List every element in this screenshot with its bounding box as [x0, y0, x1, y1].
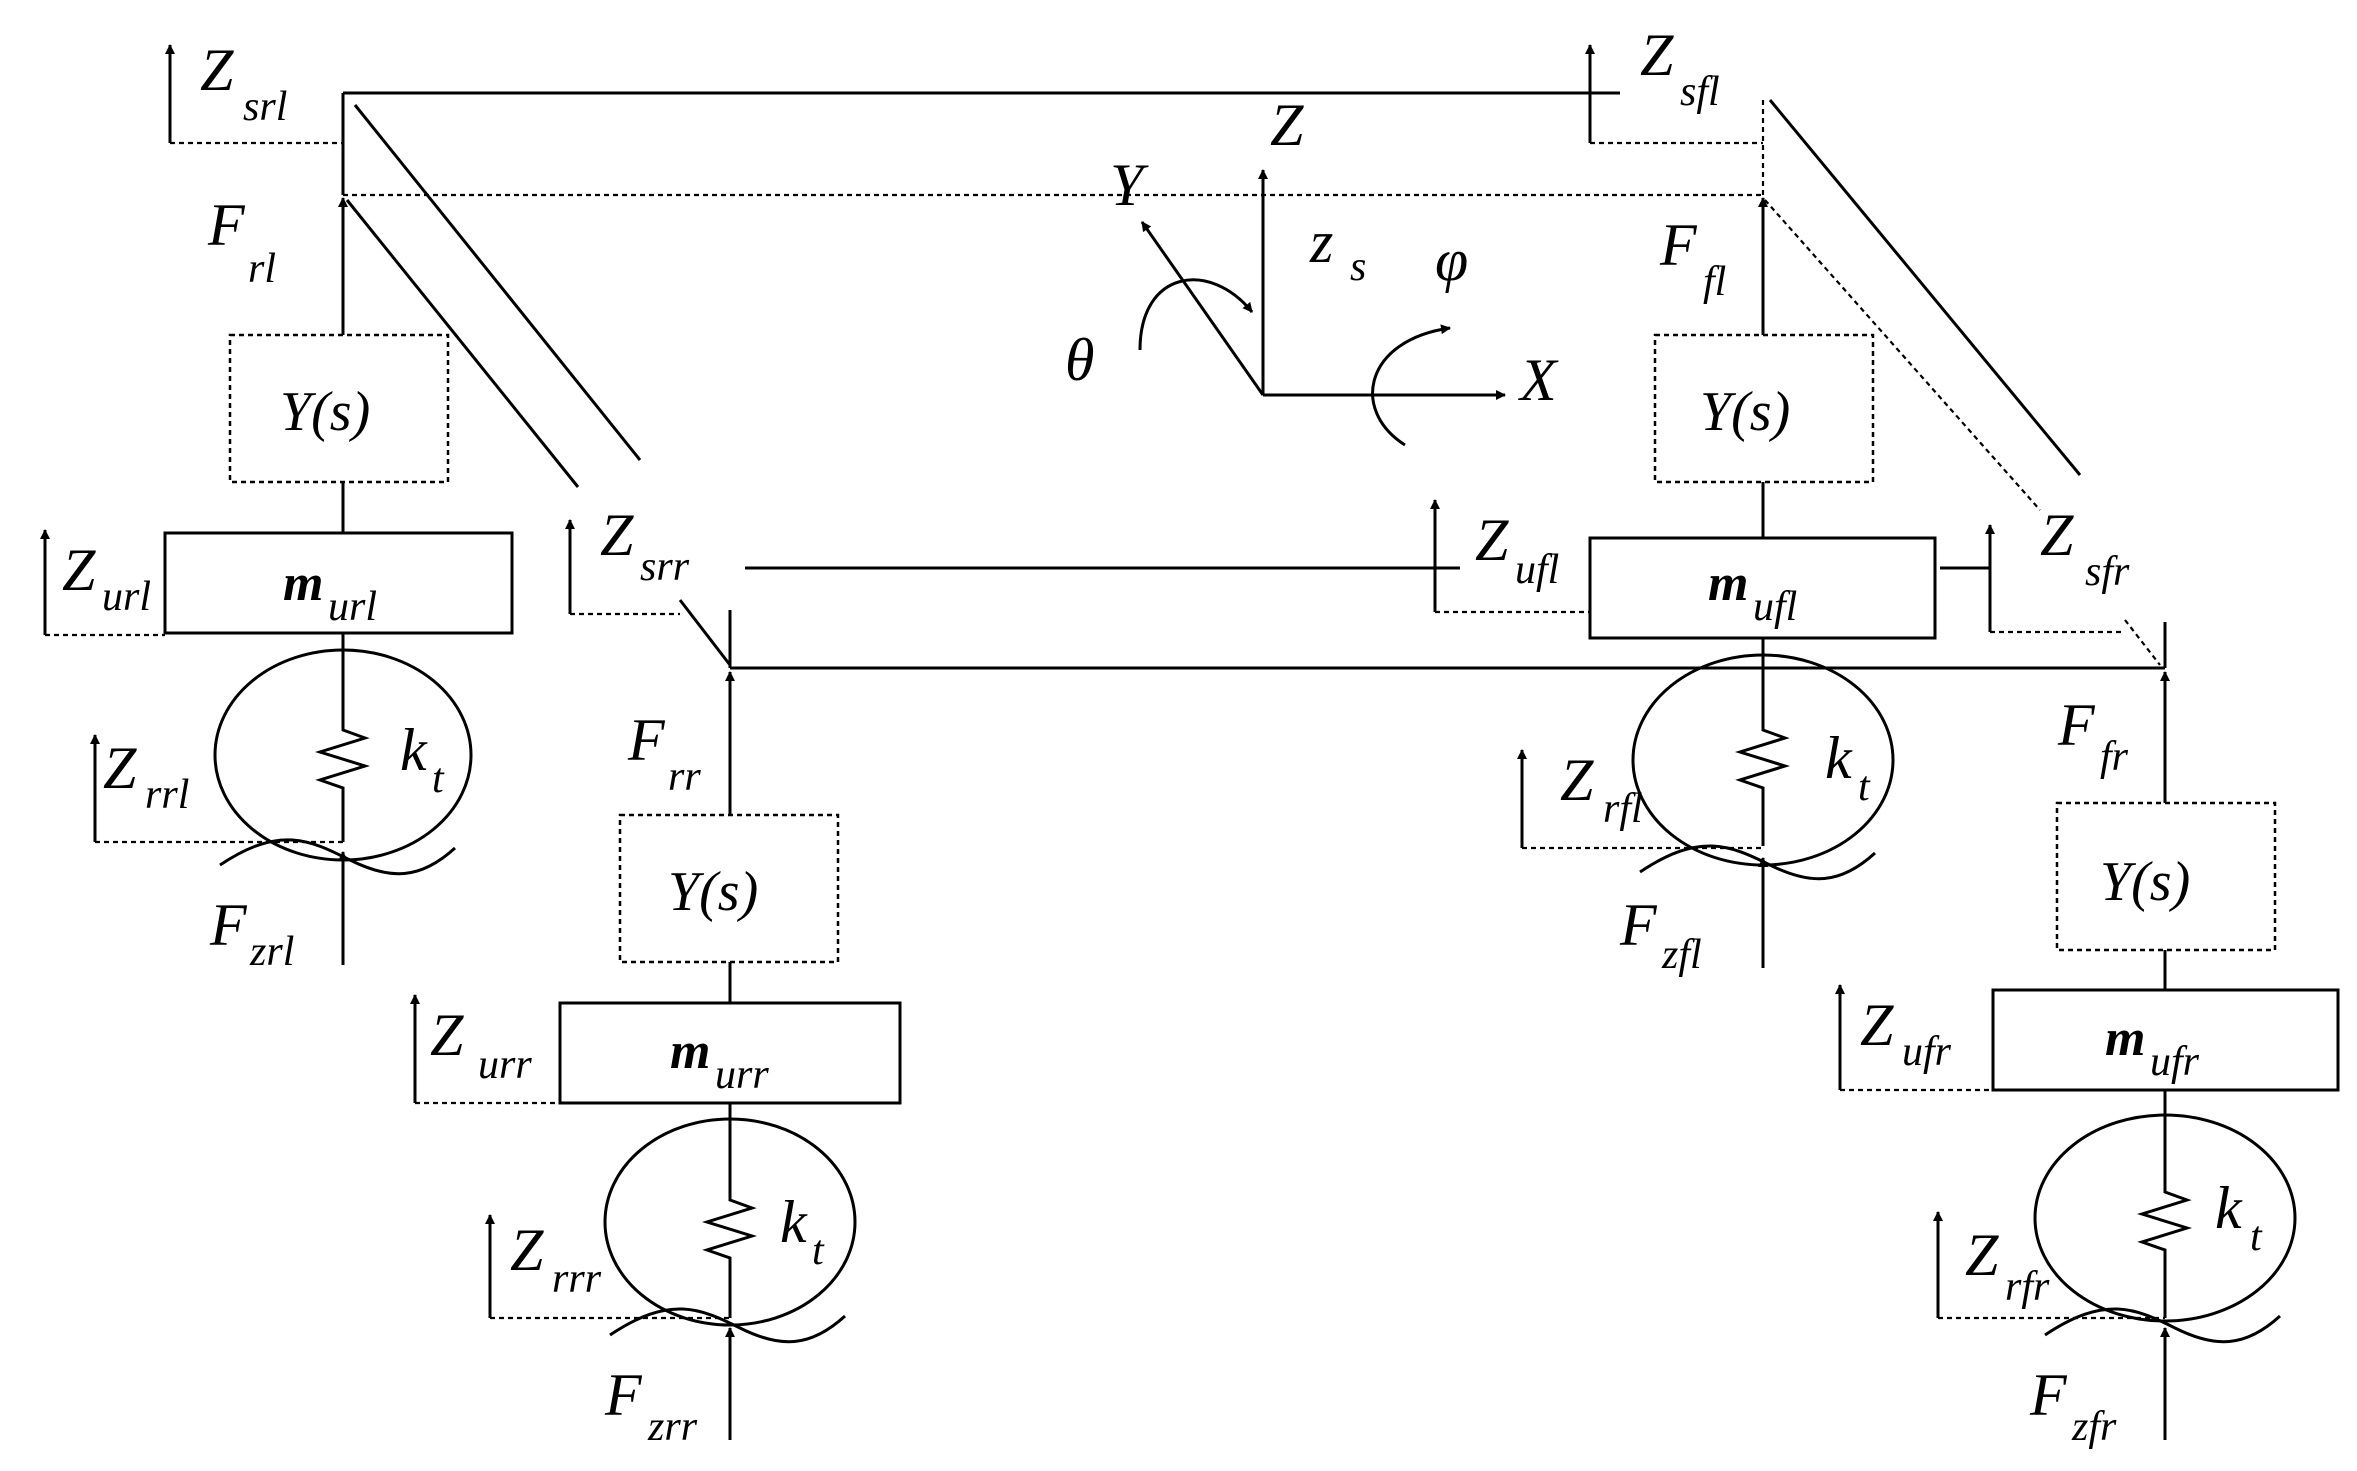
svg-text:Z: Z	[62, 537, 96, 603]
svg-text:Z: Z	[1560, 747, 1594, 813]
corner-rear-right: F rr Y(s) m urr Z urr k t Z rrr F zrr	[410, 671, 902, 1450]
svg-text:s: s	[1350, 244, 1366, 290]
svg-text:θ: θ	[1065, 327, 1094, 393]
svg-text:sfr: sfr	[2085, 549, 2130, 595]
svg-text:t: t	[1858, 764, 1871, 810]
svg-text:ufr: ufr	[1902, 1029, 1952, 1075]
svg-text:Z: Z	[430, 1002, 464, 1068]
svg-text:Y(s): Y(s)	[1700, 381, 1790, 443]
svg-text:Z: Z	[510, 1217, 544, 1283]
svg-text:rfl: rfl	[1603, 786, 1643, 832]
svg-text:Z: Z	[1640, 22, 1674, 88]
svg-text:Z: Z	[2040, 502, 2074, 568]
corner-front-left: F fl Y(s) m ufl Z ufl k t Z rfl F zfl	[1430, 197, 1937, 978]
svg-text:url: url	[102, 574, 151, 620]
svg-text:sfl: sfl	[1680, 69, 1720, 115]
svg-text:Y: Y	[1110, 152, 1149, 218]
svg-text:Z: Z	[103, 735, 137, 801]
svg-text:Z: Z	[1475, 507, 1509, 573]
svg-text:srr: srr	[640, 544, 690, 590]
svg-text:ufr: ufr	[2150, 1039, 2200, 1085]
svg-text:F: F	[1619, 892, 1658, 958]
svg-text:Z: Z	[200, 37, 234, 103]
corner-rear-left: F rl Y(s) m url Z url k t Z rrl F zrl	[40, 192, 514, 975]
svg-text:m: m	[2105, 1010, 2145, 1067]
svg-text:k: k	[2215, 1175, 2243, 1241]
svg-text:rfr: rfr	[2005, 1264, 2050, 1310]
corner-front-right: F fr Y(s) m ufr Z ufr k t Z rfr F zfr	[1835, 671, 2340, 1450]
svg-text:t: t	[812, 1228, 825, 1274]
svg-text:ufl: ufl	[1753, 584, 1797, 630]
corner-z-sfl: Z sfl	[1585, 22, 1763, 145]
svg-text:F: F	[207, 192, 246, 258]
svg-text:rrl: rrl	[145, 772, 189, 818]
svg-text:z: z	[1309, 209, 1333, 275]
svg-text:m: m	[670, 1023, 710, 1080]
svg-text:φ: φ	[1435, 227, 1468, 293]
svg-text:zfr: zfr	[2071, 1404, 2117, 1450]
svg-text:srl: srl	[243, 84, 287, 130]
svg-text:k: k	[1825, 725, 1853, 791]
svg-text:Z: Z	[1270, 92, 1304, 158]
svg-text:Z: Z	[600, 502, 634, 568]
svg-text:Z: Z	[1860, 992, 1894, 1058]
svg-text:url: url	[328, 584, 377, 630]
corner-z-srr: Z srr	[565, 502, 690, 616]
corner-z-srl: Z srl	[165, 37, 343, 145]
svg-text:m: m	[283, 555, 323, 612]
svg-text:F: F	[209, 892, 248, 958]
svg-text:urr: urr	[478, 1042, 532, 1088]
svg-text:F: F	[1659, 212, 1698, 278]
svg-text:F: F	[604, 1362, 643, 1428]
svg-text:zrl: zrl	[249, 929, 294, 975]
svg-text:Y(s): Y(s)	[280, 381, 370, 443]
svg-text:Y(s): Y(s)	[668, 861, 758, 923]
svg-text:rl: rl	[248, 246, 276, 292]
svg-text:X: X	[1518, 347, 1559, 413]
svg-text:fr: fr	[2100, 734, 2129, 780]
svg-text:t: t	[2250, 1214, 2263, 1260]
svg-text:Z: Z	[1965, 1222, 1999, 1288]
svg-text:rrr: rrr	[552, 1256, 602, 1302]
svg-text:F: F	[627, 707, 666, 773]
svg-text:F: F	[2029, 1362, 2068, 1428]
svg-text:k: k	[400, 717, 428, 783]
svg-text:rr: rr	[668, 754, 701, 800]
svg-text:t: t	[432, 756, 445, 802]
svg-text:F: F	[2057, 692, 2096, 758]
svg-text:zfl: zfl	[1661, 932, 1702, 978]
svg-text:zrr: zrr	[647, 1404, 698, 1450]
sprung-body-frame	[341, 91, 2167, 670]
svg-text:fl: fl	[1703, 259, 1726, 305]
corner-z-sfr: Z sfr	[1985, 502, 2130, 634]
svg-text:Y(s): Y(s)	[2100, 851, 2190, 913]
svg-text:m: m	[1708, 555, 1748, 612]
svg-text:urr: urr	[715, 1052, 769, 1098]
svg-text:ufl: ufl	[1515, 547, 1559, 593]
svg-text:k: k	[780, 1189, 808, 1255]
coordinate-system: Z Y X z s φ θ	[1065, 92, 1559, 447]
